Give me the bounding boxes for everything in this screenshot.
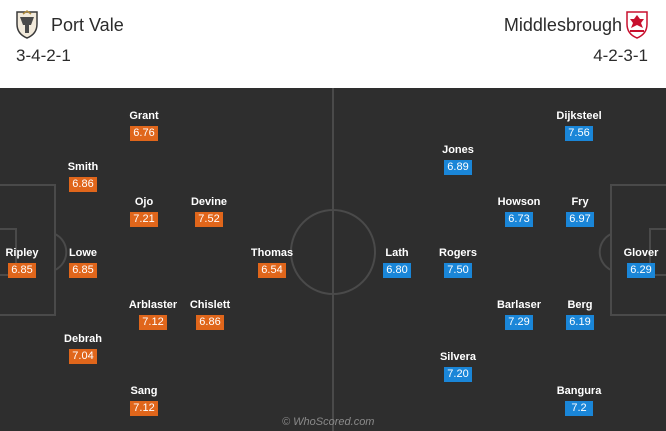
player-rating: 6.89 [444, 160, 472, 175]
player-thomas[interactable]: Thomas 6.54 [242, 247, 302, 278]
home-formation: 3-4-2-1 [16, 46, 71, 65]
player-name: Sang [130, 385, 158, 397]
whoscored-watermark: © WhoScored.com [282, 416, 375, 428]
player-name: Debrah [64, 333, 102, 345]
player-ojo[interactable]: Ojo 7.21 [114, 196, 174, 227]
home-team-name[interactable]: Port Vale [51, 15, 124, 35]
player-dijksteel[interactable]: Dijksteel 7.56 [549, 110, 609, 141]
player-rating: 6.19 [566, 315, 594, 330]
player-name: Lowe [68, 247, 98, 259]
player-rogers[interactable]: Rogers 7.50 [428, 247, 488, 278]
pitch-markings [0, 88, 666, 431]
player-rating: 6.29 [627, 263, 655, 278]
player-berg[interactable]: Berg 6.19 [550, 299, 610, 330]
player-rating: 6.85 [69, 263, 97, 278]
player-rating: 7.20 [444, 367, 472, 382]
player-name: Fry [571, 196, 589, 208]
player-name: Chislett [189, 299, 231, 311]
player-arblaster[interactable]: Arblaster 7.12 [123, 299, 183, 330]
port-vale-crest-icon [16, 10, 38, 39]
player-devine[interactable]: Devine 7.52 [179, 196, 239, 227]
player-jones[interactable]: Jones 6.89 [428, 144, 488, 175]
player-name: Grant [129, 110, 159, 122]
player-rating: 6.80 [383, 263, 411, 278]
player-rating: 7.2 [565, 401, 593, 416]
player-rating: 7.52 [195, 212, 223, 227]
player-rating: 7.29 [505, 315, 533, 330]
player-rating: 6.73 [505, 212, 533, 227]
player-silvera[interactable]: Silvera 7.20 [428, 351, 488, 382]
player-name: Smith [67, 161, 99, 173]
player-name: Ojo [134, 196, 154, 208]
player-name: Lath [385, 247, 409, 259]
player-rating: 6.86 [69, 177, 97, 192]
player-name: Ripley [5, 247, 39, 259]
player-rating: 6.76 [130, 126, 158, 141]
away-formation: 4-2-3-1 [593, 46, 648, 65]
player-glover[interactable]: Glover 6.29 [611, 247, 666, 278]
player-barlaser[interactable]: Barlaser 7.29 [489, 299, 549, 330]
player-name: Devine [190, 196, 228, 208]
player-rating: 7.56 [565, 126, 593, 141]
player-chislett[interactable]: Chislett 6.86 [180, 299, 240, 330]
player-name: Barlaser [496, 299, 542, 311]
match-header: Port Vale 3-4-2-1 Middlesbrough 4-2-3-1 [0, 0, 666, 82]
player-rating: 7.04 [69, 349, 97, 364]
player-rating: 6.85 [8, 263, 36, 278]
player-name: Bangura [556, 385, 602, 397]
player-lath[interactable]: Lath 6.80 [367, 247, 427, 278]
player-sang[interactable]: Sang 7.12 [114, 385, 174, 416]
player-grant[interactable]: Grant 6.76 [114, 110, 174, 141]
player-howson[interactable]: Howson 6.73 [489, 196, 549, 227]
player-ripley[interactable]: Ripley 6.85 [0, 247, 52, 278]
player-rating: 6.54 [258, 263, 286, 278]
player-name: Rogers [439, 247, 477, 259]
player-rating: 7.12 [139, 315, 167, 330]
player-debrah[interactable]: Debrah 7.04 [53, 333, 113, 364]
player-rating: 7.21 [130, 212, 158, 227]
player-lowe[interactable]: Lowe 6.85 [53, 247, 113, 278]
pitch: Ripley 6.85 Smith 6.86 Lowe 6.85 Debrah … [0, 88, 666, 431]
middlesbrough-crest-icon [626, 11, 648, 39]
player-name: Howson [497, 196, 541, 208]
player-name: Silvera [439, 351, 477, 363]
player-rating: 7.12 [130, 401, 158, 416]
player-fry[interactable]: Fry 6.97 [550, 196, 610, 227]
player-name: Glover [623, 247, 659, 259]
player-name: Arblaster [128, 299, 178, 311]
player-rating: 6.86 [196, 315, 224, 330]
player-rating: 7.50 [444, 263, 472, 278]
player-bangura[interactable]: Bangura 7.2 [549, 385, 609, 416]
player-rating: 6.97 [566, 212, 594, 227]
away-team-name[interactable]: Middlesbrough [503, 15, 622, 35]
player-smith[interactable]: Smith 6.86 [53, 161, 113, 192]
player-name: Dijksteel [556, 110, 602, 122]
player-name: Berg [567, 299, 593, 311]
player-name: Jones [442, 144, 474, 156]
player-name: Thomas [250, 247, 294, 259]
